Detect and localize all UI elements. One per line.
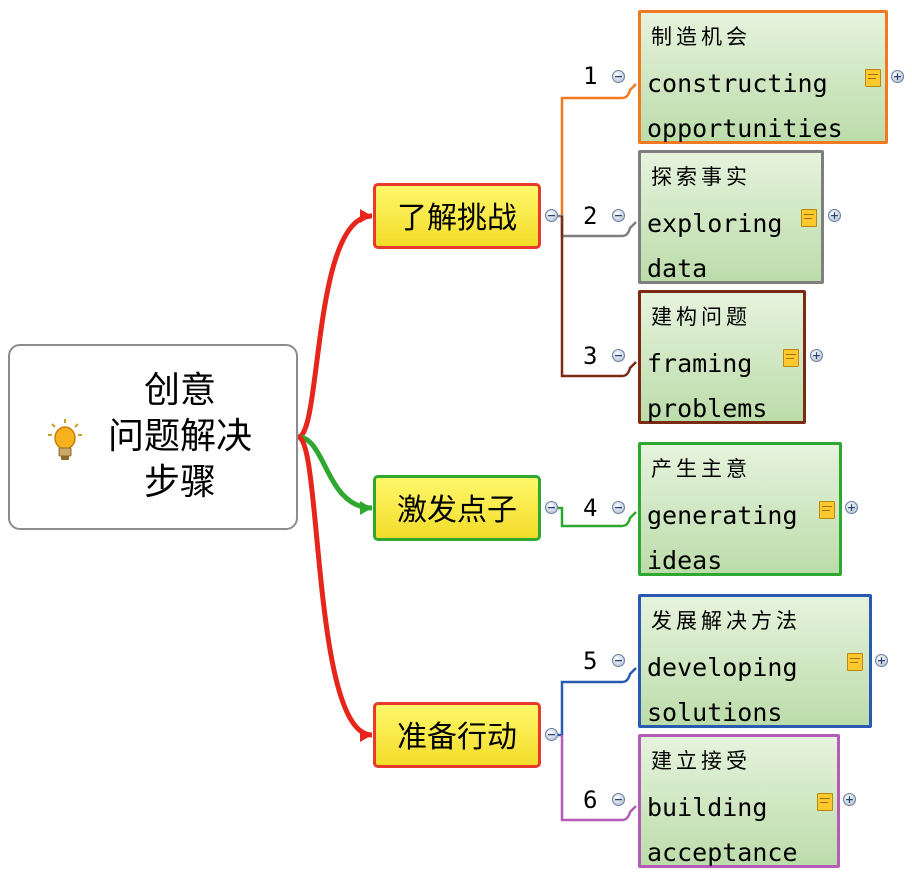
expand-leaf-5-icon[interactable]: + <box>875 654 888 667</box>
leaf-4-english-line-2: ideas <box>647 546 723 575</box>
leaf-3-english-line-1: framing <box>647 349 753 378</box>
connector-branch-3-leaf-6 <box>560 735 637 822</box>
connector-arrowhead-2 <box>360 501 372 515</box>
collapse-branch-3-icon[interactable]: − <box>545 728 558 741</box>
note-icon[interactable] <box>783 349 799 367</box>
connector-branch-1-leaf-2 <box>558 214 637 238</box>
connector-root-branch-2 <box>297 434 373 511</box>
leaf-5-english: developing solutions <box>647 645 798 735</box>
leaf-6-english-line-2: acceptance <box>647 838 798 867</box>
collapse-leaf-1-icon[interactable]: − <box>612 70 625 83</box>
expand-leaf-3-icon[interactable]: + <box>810 349 823 362</box>
leaf-5-english-line-2: solutions <box>647 698 783 727</box>
leaf-number-4: 4 <box>583 494 598 522</box>
leaf-6-english-line-1: building <box>647 793 768 822</box>
leaf-number-3: 3 <box>583 342 598 370</box>
leaf-number-6: 6 <box>583 786 598 814</box>
leaf-node-2[interactable]: 探索事实 exploring data <box>638 150 824 284</box>
expand-leaf-2-icon[interactable]: + <box>828 209 841 222</box>
collapse-leaf-2-icon[interactable]: − <box>612 209 625 222</box>
note-icon[interactable] <box>847 653 863 671</box>
connector-branch-3-leaf-5 <box>558 667 637 737</box>
leaf-2-english-line-2: data <box>647 254 708 283</box>
leaf-2-english-line-1: exploring <box>647 209 783 238</box>
leaf-1-english-line-2: opportunities <box>647 114 843 143</box>
lightbulb-icon <box>48 419 82 460</box>
leaf-6-chinese: 建立接受 <box>651 749 751 773</box>
connector-branch-2-leaf-4 <box>558 506 637 528</box>
collapse-branch-2-icon[interactable]: − <box>545 501 558 514</box>
root-node[interactable]: 创意 问题解决 步骤 <box>8 344 298 530</box>
leaf-1-chinese: 制造机会 <box>651 25 751 49</box>
connector-root-branch-3 <box>296 434 373 738</box>
note-icon[interactable] <box>865 69 881 87</box>
connector-branch-1-leaf-3 <box>560 216 637 378</box>
branch-node-understand-challenge[interactable]: 了解挑战 <box>373 183 541 249</box>
leaf-number-1: 1 <box>583 62 598 90</box>
leaf-4-chinese: 产生主意 <box>651 457 751 481</box>
leaf-3-chinese: 建构问题 <box>651 305 751 329</box>
collapse-leaf-5-icon[interactable]: − <box>612 654 625 667</box>
connector-root-branch-1 <box>296 213 373 440</box>
collapse-leaf-6-icon[interactable]: − <box>612 793 625 806</box>
connector-arrowhead-3 <box>360 728 372 742</box>
leaf-4-english-line-1: generating <box>647 501 798 530</box>
collapse-leaf-4-icon[interactable]: − <box>612 501 625 514</box>
branch-node-generate-ideas[interactable]: 激发点子 <box>373 475 541 541</box>
leaf-node-5[interactable]: 发展解决方法 developing solutions <box>638 594 872 728</box>
note-icon[interactable] <box>819 501 835 519</box>
root-title-line-3: 步骤 <box>143 462 216 503</box>
root-title: 创意 问题解决 步骤 <box>70 368 290 506</box>
expand-leaf-1-icon[interactable]: + <box>891 70 904 83</box>
leaf-number-5: 5 <box>583 647 598 675</box>
leaf-node-4[interactable]: 产生主意 generating ideas <box>638 442 842 576</box>
note-icon[interactable] <box>817 793 833 811</box>
leaf-5-english-line-1: developing <box>647 653 798 682</box>
leaf-5-chinese: 发展解决方法 <box>651 609 801 633</box>
collapse-leaf-3-icon[interactable]: − <box>612 349 625 362</box>
leaf-3-english: framing problems <box>647 341 767 431</box>
expand-leaf-6-icon[interactable]: + <box>843 793 856 806</box>
branch-node-prepare-action[interactable]: 准备行动 <box>373 702 541 768</box>
note-icon[interactable] <box>801 209 817 227</box>
leaf-node-1[interactable]: 制造机会 constructing opportunities <box>638 10 888 144</box>
leaf-4-english: generating ideas <box>647 493 798 583</box>
root-title-line-2: 问题解决 <box>107 416 252 457</box>
leaf-2-english: exploring data <box>647 201 782 291</box>
connector-arrowhead-1 <box>360 209 372 223</box>
leaf-2-chinese: 探索事实 <box>651 165 751 189</box>
leaf-1-english: constructing opportunities <box>647 61 843 151</box>
expand-leaf-4-icon[interactable]: + <box>845 501 858 514</box>
leaf-6-english: building acceptance <box>647 785 798 875</box>
leaf-1-english-line-1: constructing <box>647 69 828 98</box>
leaf-node-6[interactable]: 建立接受 building acceptance <box>638 734 840 868</box>
root-title-line-1: 创意 <box>143 370 216 411</box>
leaf-3-english-line-2: problems <box>647 394 768 423</box>
leaf-node-3[interactable]: 建构问题 framing problems <box>638 290 806 424</box>
collapse-branch-1-icon[interactable]: − <box>545 209 558 222</box>
leaf-number-2: 2 <box>583 202 598 230</box>
connector-branch-1-leaf-1 <box>560 83 637 216</box>
